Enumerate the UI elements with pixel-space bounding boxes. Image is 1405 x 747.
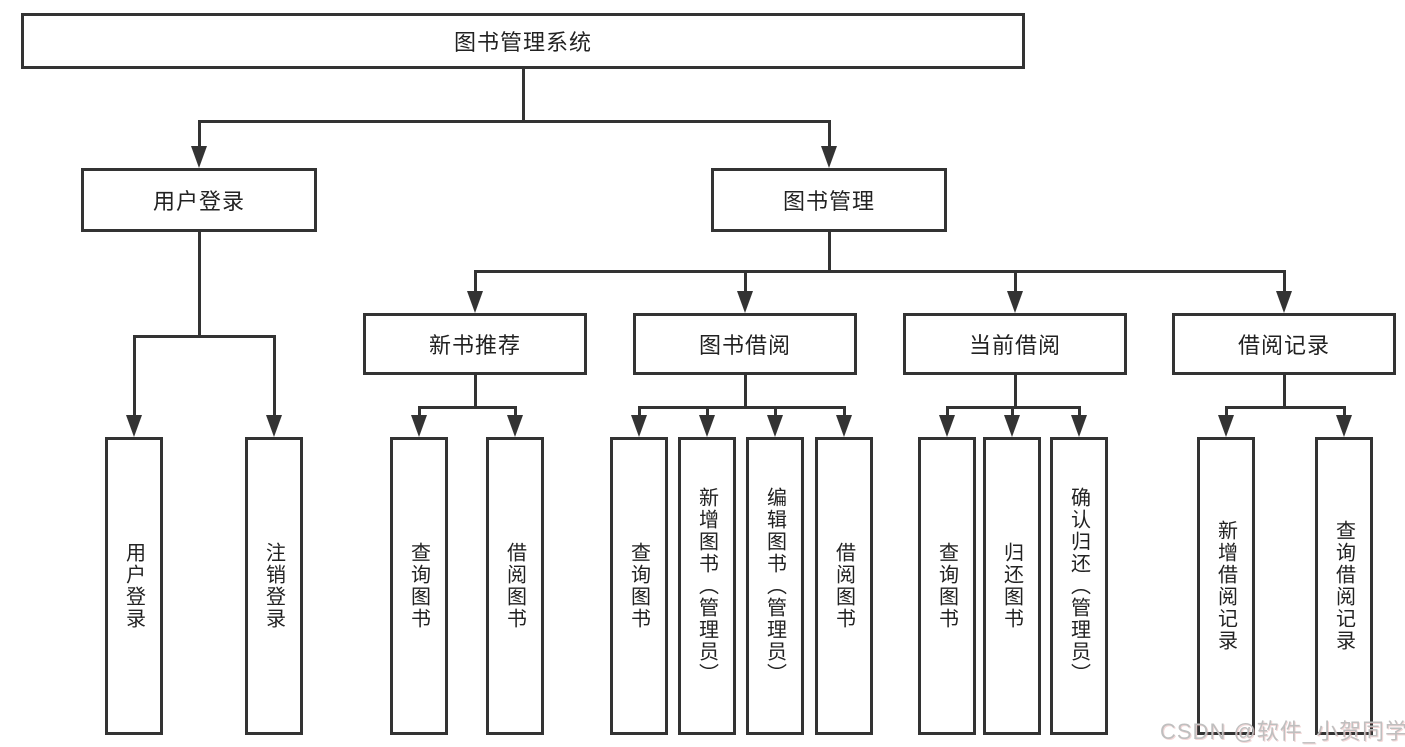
- arrow-down-icon: [1336, 415, 1352, 437]
- connector-book-mgmt-drop: [827, 120, 831, 148]
- node-label: 新书推荐: [428, 333, 521, 358]
- connector-drop: [473, 270, 477, 293]
- connector-user-login-bar: [132, 335, 276, 338]
- arrow-down-icon: [467, 291, 483, 313]
- leaf-confirm-return-admin: 确认归还（管理员）: [1050, 437, 1108, 735]
- leaf-user-login: 用户登录: [105, 437, 163, 735]
- connector-drop: [1342, 406, 1346, 417]
- connector-drop: [272, 335, 276, 417]
- leaf-borrow-books: 借阅图书: [815, 437, 873, 735]
- node-book-management: 图书管理: [711, 168, 947, 232]
- connector-stem: [1013, 375, 1017, 409]
- leaf-logout: 注销登录: [245, 437, 303, 735]
- node-label: 图书管理: [782, 189, 875, 214]
- leaf-borrow-books: 借阅图书: [486, 437, 544, 735]
- node-label: 查询图书: [407, 542, 430, 630]
- connector-drop: [513, 406, 517, 417]
- connector-book-mgmt-stem: [827, 232, 831, 273]
- connector-drop: [842, 406, 846, 417]
- connector-drop: [773, 406, 777, 417]
- connector-level2-bar: [197, 120, 831, 123]
- arrow-down-icon: [1004, 415, 1020, 437]
- node-label: 归还图书: [1000, 542, 1023, 630]
- connector-leaf-bar: [1224, 406, 1346, 409]
- connector-stem: [1282, 375, 1286, 409]
- leaf-add-borrow-record: 新增借阅记录: [1197, 437, 1255, 735]
- node-label: 借阅记录: [1237, 333, 1330, 358]
- node-book-borrow: 图书借阅: [633, 313, 857, 375]
- connector-user-login-stem: [197, 232, 201, 338]
- node-label: 用户登录: [122, 542, 145, 630]
- connector-level3-bar: [473, 270, 1286, 273]
- connector-drop: [637, 406, 641, 417]
- csdn-watermark: CSDN @软件_小贺同学: [1160, 719, 1405, 744]
- node-new-book-recommend: 新书推荐: [363, 313, 587, 375]
- node-user-login: 用户登录: [81, 168, 317, 232]
- connector-drop: [1013, 270, 1017, 293]
- leaf-return-books: 归还图书: [983, 437, 1041, 735]
- connector-drop: [417, 406, 421, 417]
- arrow-down-icon: [939, 415, 955, 437]
- node-borrow-records: 借阅记录: [1172, 313, 1396, 375]
- arrow-down-icon: [1218, 415, 1234, 437]
- arrow-down-icon: [767, 415, 783, 437]
- connector-drop: [132, 335, 136, 417]
- leaf-query-books: 查询图书: [390, 437, 448, 735]
- arrow-down-icon: [507, 415, 523, 437]
- connector-drop: [1224, 406, 1228, 417]
- node-label: 确认归还（管理员）: [1067, 487, 1090, 685]
- connector-stem: [743, 375, 747, 409]
- connector-stem: [473, 375, 477, 409]
- node-label: 查询借阅记录: [1332, 520, 1355, 652]
- arrow-down-icon: [266, 415, 282, 437]
- connector-drop: [1282, 270, 1286, 293]
- node-label: 当前借阅: [968, 333, 1061, 358]
- connector-leaf-bar: [637, 406, 846, 409]
- connector-drop: [705, 406, 709, 417]
- arrow-down-icon: [737, 291, 753, 313]
- arrow-down-icon: [631, 415, 647, 437]
- node-label: 编辑图书（管理员）: [763, 487, 786, 685]
- connector-root-stem: [521, 69, 525, 123]
- arrow-down-icon: [1071, 415, 1087, 437]
- leaf-query-books: 查询图书: [610, 437, 668, 735]
- node-label: 新增借阅记录: [1214, 520, 1237, 652]
- arrow-down-icon: [1276, 291, 1292, 313]
- connector-drop: [1077, 406, 1081, 417]
- leaf-query-borrow-record: 查询借阅记录: [1315, 437, 1373, 735]
- connector-drop: [1010, 406, 1014, 417]
- leaf-query-books: 查询图书: [918, 437, 976, 735]
- arrow-down-icon: [191, 146, 207, 168]
- node-current-borrow: 当前借阅: [903, 313, 1127, 375]
- connector-leaf-bar: [417, 406, 517, 409]
- node-label: 借阅图书: [503, 542, 526, 630]
- node-label: 图书管理系统: [453, 30, 592, 55]
- node-label: 用户登录: [152, 189, 245, 214]
- node-label: 新增图书（管理员）: [695, 487, 718, 685]
- connector-user-login-drop: [197, 120, 201, 148]
- arrow-down-icon: [699, 415, 715, 437]
- arrow-down-icon: [126, 415, 142, 437]
- connector-drop: [743, 270, 747, 293]
- node-label: 借阅图书: [832, 542, 855, 630]
- arrow-down-icon: [821, 146, 837, 168]
- node-label: 注销登录: [262, 542, 285, 630]
- arrow-down-icon: [836, 415, 852, 437]
- leaf-edit-books-admin: 编辑图书（管理员）: [746, 437, 804, 735]
- node-book-management-system: 图书管理系统: [21, 13, 1025, 69]
- node-label: 图书借阅: [698, 333, 791, 358]
- arrow-down-icon: [411, 415, 427, 437]
- leaf-add-books-admin: 新增图书（管理员）: [678, 437, 736, 735]
- node-label: 查询图书: [627, 542, 650, 630]
- arrow-down-icon: [1007, 291, 1023, 313]
- connector-drop: [945, 406, 949, 417]
- node-label: 查询图书: [935, 542, 958, 630]
